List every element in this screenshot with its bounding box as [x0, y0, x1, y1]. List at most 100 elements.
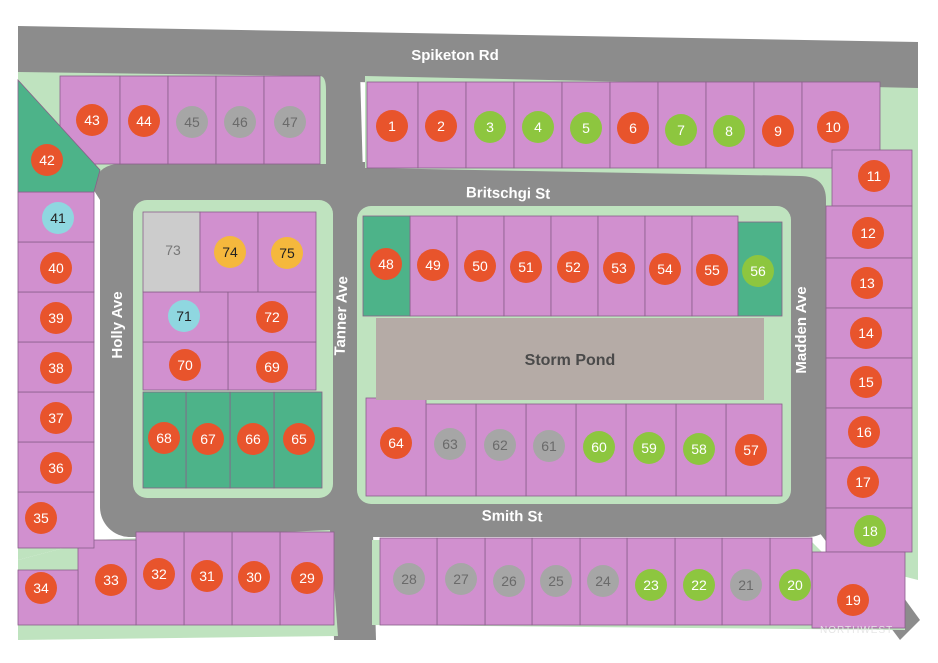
lot-marker-63[interactable]: 63: [434, 428, 466, 460]
lot-marker-64[interactable]: 64: [380, 427, 412, 459]
lot-marker-72[interactable]: 72: [256, 301, 288, 333]
lot-number: 69: [264, 359, 280, 375]
lot-marker-54[interactable]: 54: [649, 253, 681, 285]
lot-marker-20[interactable]: 20: [779, 569, 811, 601]
lot-marker-8[interactable]: 8: [713, 115, 745, 147]
lot-marker-12[interactable]: 12: [852, 217, 884, 249]
lot-marker-46[interactable]: 46: [224, 106, 256, 138]
lot-marker-47[interactable]: 47: [274, 106, 306, 138]
lot-marker-48[interactable]: 48: [370, 248, 402, 280]
lot-marker-30[interactable]: 30: [238, 561, 270, 593]
lot-marker-32[interactable]: 32: [143, 558, 175, 590]
lot-marker-59[interactable]: 59: [633, 432, 665, 464]
lot-marker-40[interactable]: 40: [40, 252, 72, 284]
lot-number: 72: [264, 309, 280, 325]
lot-marker-39[interactable]: 39: [40, 302, 72, 334]
lot-number: 9: [774, 123, 782, 139]
lot-marker-15[interactable]: 15: [850, 366, 882, 398]
lot-number: 36: [48, 460, 64, 476]
lot-marker-49[interactable]: 49: [417, 249, 449, 281]
lot-marker-circle: [851, 267, 883, 299]
lot-marker-circle: [256, 301, 288, 333]
lot-marker-9[interactable]: 9: [762, 115, 794, 147]
road-label-holly: Holly Ave: [109, 291, 126, 358]
lot-marker-14[interactable]: 14: [850, 317, 882, 349]
lot-number: 66: [245, 431, 261, 447]
lot-marker-27[interactable]: 27: [445, 563, 477, 595]
lot-marker-circle: [683, 569, 715, 601]
lot-marker-36[interactable]: 36: [40, 452, 72, 484]
lot-marker-33[interactable]: 33: [95, 564, 127, 596]
lot-marker-53[interactable]: 53: [603, 252, 635, 284]
lot-marker-70[interactable]: 70: [169, 349, 201, 381]
lot-marker-75[interactable]: 75: [271, 237, 303, 269]
lot-marker-73[interactable]: 73: [165, 242, 181, 258]
lot-marker-22[interactable]: 22: [683, 569, 715, 601]
lot-marker-circle: [95, 564, 127, 596]
lot-marker-52[interactable]: 52: [557, 251, 589, 283]
lot-marker-5[interactable]: 5: [570, 112, 602, 144]
lot-marker-51[interactable]: 51: [510, 251, 542, 283]
lot-marker-1[interactable]: 1: [376, 110, 408, 142]
lot-marker-68[interactable]: 68: [148, 422, 180, 454]
lot-marker-circle: [40, 402, 72, 434]
lot-marker-43[interactable]: 43: [76, 104, 108, 136]
lot-number: 31: [199, 568, 215, 584]
lot-marker-38[interactable]: 38: [40, 352, 72, 384]
lot-marker-2[interactable]: 2: [425, 110, 457, 142]
lot-marker-10[interactable]: 10: [817, 111, 849, 143]
road-labels-layer: Spiketon Rd Britschgi St Holly Ave Tanne…: [109, 47, 810, 526]
lot-marker-58[interactable]: 58: [683, 433, 715, 465]
lot-marker-56[interactable]: 56: [742, 255, 774, 287]
lot-marker-16[interactable]: 16: [848, 416, 880, 448]
lot-marker-19[interactable]: 19: [837, 584, 869, 616]
lot-marker-18[interactable]: 18: [854, 515, 886, 547]
lot-marker-41[interactable]: 41: [42, 202, 74, 234]
lot-marker-55[interactable]: 55: [696, 254, 728, 286]
lot-marker-28[interactable]: 28: [393, 563, 425, 595]
lot-marker-45[interactable]: 45: [176, 106, 208, 138]
lot-marker-37[interactable]: 37: [40, 402, 72, 434]
lot-marker-74[interactable]: 74: [214, 236, 246, 268]
lot-marker-circle: [665, 114, 697, 146]
lot-number: 53: [611, 260, 627, 276]
lot-marker-circle: [40, 302, 72, 334]
lot-marker-3[interactable]: 3: [474, 111, 506, 143]
lot-marker-29[interactable]: 29: [291, 562, 323, 594]
lot-marker-11[interactable]: 11: [858, 160, 890, 192]
lot-number: 3: [486, 119, 494, 135]
lot-marker-24[interactable]: 24: [587, 565, 619, 597]
lot-number: 11: [867, 168, 882, 184]
lot-marker-26[interactable]: 26: [493, 565, 525, 597]
lot-marker-7[interactable]: 7: [665, 114, 697, 146]
lot-marker-circle: [557, 251, 589, 283]
lot-marker-circle: [852, 217, 884, 249]
lot-marker-6[interactable]: 6: [617, 112, 649, 144]
lot-marker-71[interactable]: 71: [168, 300, 200, 332]
lot-marker-69[interactable]: 69: [256, 351, 288, 383]
lot-marker-4[interactable]: 4: [522, 111, 554, 143]
lot-marker-34[interactable]: 34: [25, 572, 57, 604]
lot-marker-65[interactable]: 65: [283, 423, 315, 455]
lot-marker-50[interactable]: 50: [464, 250, 496, 282]
lot-marker-42[interactable]: 42: [31, 144, 63, 176]
lot-marker-61[interactable]: 61: [533, 430, 565, 462]
lot-marker-circle: [393, 563, 425, 595]
lot-marker-62[interactable]: 62: [484, 429, 516, 461]
lot-marker-circle: [256, 351, 288, 383]
lot-marker-60[interactable]: 60: [583, 431, 615, 463]
lot-marker-35[interactable]: 35: [25, 502, 57, 534]
lot-marker-25[interactable]: 25: [540, 565, 572, 597]
lot-marker-66[interactable]: 66: [237, 423, 269, 455]
lot-marker-57[interactable]: 57: [735, 434, 767, 466]
road-label-madden: Madden Ave: [793, 286, 810, 373]
lot-marker-21[interactable]: 21: [730, 569, 762, 601]
lot-marker-circle: [192, 423, 224, 455]
lot-marker-31[interactable]: 31: [191, 560, 223, 592]
lot-marker-67[interactable]: 67: [192, 423, 224, 455]
lot-marker-23[interactable]: 23: [635, 569, 667, 601]
lot-marker-13[interactable]: 13: [851, 267, 883, 299]
lot-marker-17[interactable]: 17: [847, 466, 879, 498]
lot-marker-44[interactable]: 44: [128, 105, 160, 137]
